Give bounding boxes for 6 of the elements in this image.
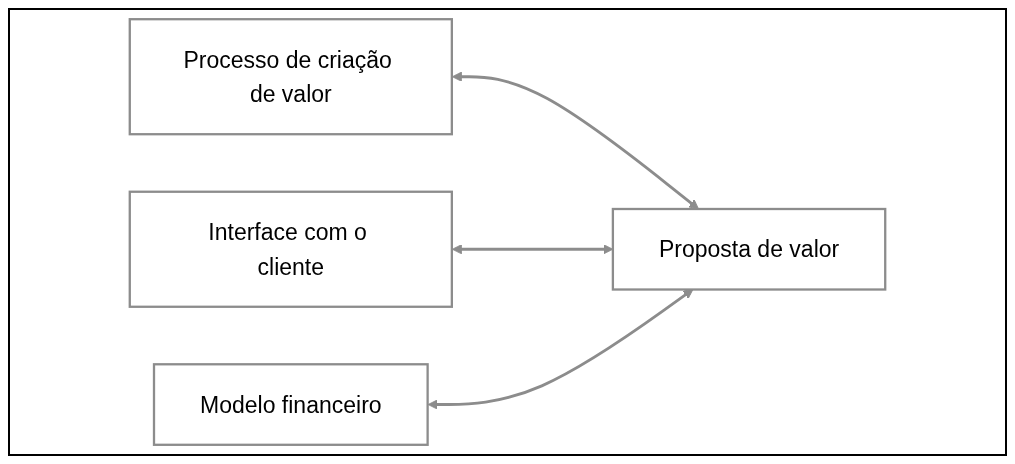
node-box [152,363,429,446]
node-box [128,190,453,308]
diagram-frame: Processo de criação de valor Interface com o cliente Modelo financeiro Proposta de valor [8,8,1007,456]
node-box [611,207,887,291]
arrow [427,289,694,410]
node-box [128,18,453,136]
